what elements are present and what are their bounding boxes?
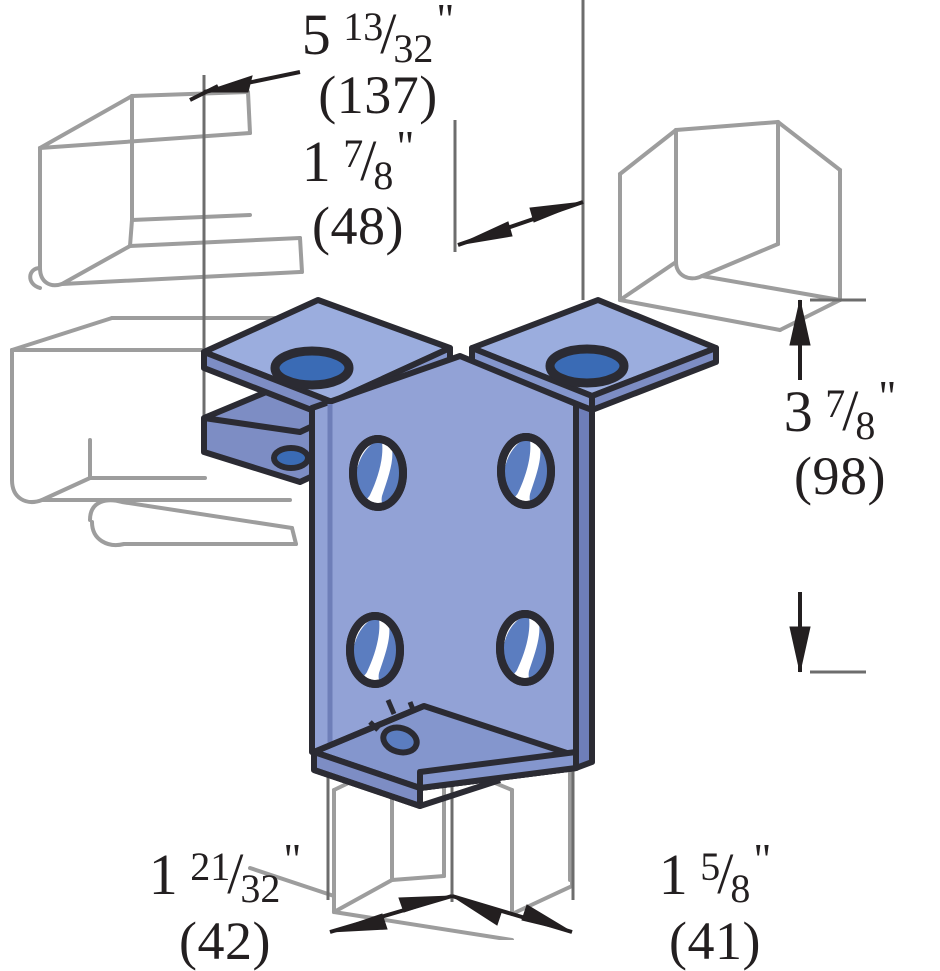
dimension-flange-inch-mark: ": [396, 122, 415, 171]
strut-channel-left-lower: [10, 316, 302, 547]
dimension-bottom-left-slash: /: [227, 841, 244, 906]
dimension-bottom-left-numerator: 21: [190, 844, 231, 889]
dimension-bottom-right-denominator: 8: [730, 866, 751, 911]
dimension-depth-inch-mark: ": [436, 0, 455, 44]
dimension-bottom-left-denominator: 32: [240, 866, 281, 911]
dimension-label-depth: 5 13 / 32 " (137): [253, 0, 503, 125]
dimension-bottom-left-imperial: 1 21 / 32 ": [95, 838, 355, 909]
bracket-illustration: [10, 0, 866, 940]
face-hole-top-right: [497, 433, 555, 509]
dimension-bottom-left-whole: 1: [148, 842, 179, 907]
dimension-bottom-right-metric: (41): [669, 911, 761, 971]
dimension-bottom-right-slash: /: [717, 841, 734, 906]
dimension-height-fraction: 7 / 8: [825, 378, 875, 446]
dimension-depth-imperial: 5 13 / 32 ": [253, 0, 503, 69]
dimension-depth-whole: 5: [301, 2, 332, 67]
dimension-label-bottom-right: 1 5 / 8 " (41): [600, 838, 830, 971]
dimension-bottom-left-fraction: 21 / 32: [190, 841, 280, 909]
dimension-depth-fraction: 13 / 32: [343, 1, 433, 69]
dimension-height-denominator: 8: [855, 403, 876, 448]
dimension-depth-metric: (137): [318, 65, 438, 125]
dimension-label-height: 3 7 / 8 " (98): [740, 375, 940, 506]
dimension-depth-numerator: 13: [343, 4, 384, 49]
dimension-bottom-right-fraction: 5 / 8: [700, 841, 750, 909]
dimension-flange-denominator: 8: [373, 153, 394, 198]
bracket-right-wing-top: [469, 297, 719, 413]
dimension-flange-slash: /: [360, 128, 377, 193]
dimension-bottom-left-inch-mark: ": [283, 835, 302, 884]
face-hole-top-left: [349, 435, 407, 511]
dimension-bottom-right-inch-mark: ": [753, 835, 772, 884]
dimension-flange-whole: 1: [301, 129, 332, 194]
dimension-bottom-right-whole: 1: [658, 842, 689, 907]
face-hole-bottom-left: [346, 612, 404, 688]
strut-channel-left: [28, 90, 304, 290]
dimension-line-flange: [457, 200, 584, 247]
dimension-flange-fraction: 7 / 8: [343, 128, 393, 196]
dimension-height-slash: /: [842, 378, 859, 443]
dimension-label-flange: 1 7 / 8 " (48): [243, 125, 473, 256]
dimension-line-height: [789, 299, 811, 673]
face-hole-bottom-right: [496, 610, 554, 686]
dimension-flange-imperial: 1 7 / 8 ": [243, 125, 473, 196]
dimension-label-bottom-left: 1 21 / 32 " (42): [95, 838, 355, 971]
strut-channel-right: [618, 120, 842, 332]
dimension-line-depth: [189, 70, 301, 102]
dimension-height-metric: (98): [794, 446, 886, 506]
bracket-bottom-flange: [311, 699, 579, 809]
dimension-height-numerator: 7: [825, 381, 846, 426]
dimension-flange-numerator: 7: [343, 131, 364, 176]
dimension-depth-denominator: 32: [393, 26, 434, 71]
dimension-height-whole: 3: [783, 379, 814, 444]
dimension-flange-metric: (48): [312, 196, 404, 256]
bracket-face-holes: [346, 433, 555, 688]
dimension-height-imperial: 3 7 / 8 ": [740, 375, 940, 446]
dimension-height-inch-mark: ": [878, 372, 897, 421]
dimension-bottom-right-imperial: 1 5 / 8 ": [600, 838, 830, 909]
dimension-bottom-right-numerator: 5: [700, 844, 721, 889]
dimension-bottom-left-metric: (42): [179, 911, 271, 971]
dimension-line-bottom: [329, 894, 573, 934]
dimension-depth-slash: /: [380, 1, 397, 66]
technical-drawing: 5 13 / 32 " (137) 1 7 / 8 " (48) 3 7: [10, 0, 940, 968]
